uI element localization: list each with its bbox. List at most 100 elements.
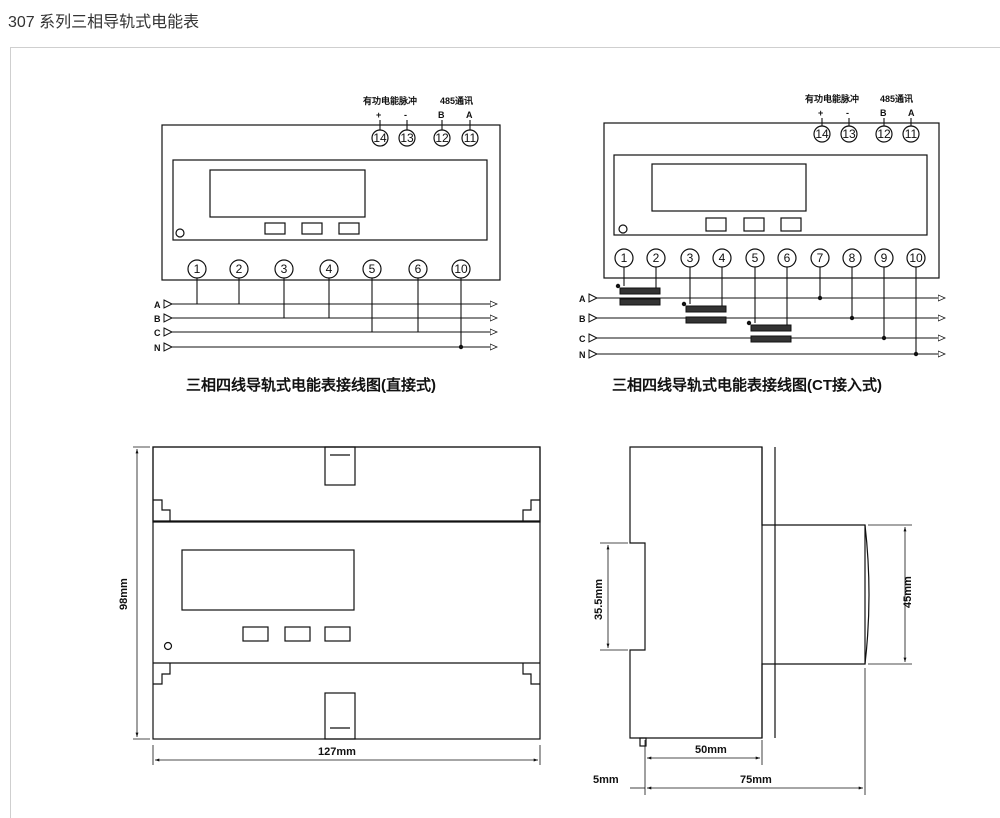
lcd-display <box>181 549 355 611</box>
terminal-number: 11 <box>464 131 477 145</box>
terminal-top-11: 11 <box>902 125 920 143</box>
junction-dot <box>817 295 823 301</box>
terminal-bottom-1: 1 <box>187 259 207 279</box>
input-arrow-icon <box>588 333 599 343</box>
plus-sign: + <box>376 110 381 120</box>
terminal-bottom-8: 8 <box>842 248 862 268</box>
dim-height-front: 98mm <box>118 578 130 610</box>
terminal-bottom-10: 10 <box>906 248 926 268</box>
terminal-top-12: 12 <box>433 129 451 147</box>
terminal-number: 14 <box>373 131 387 145</box>
key-button <box>780 217 802 232</box>
key-button <box>338 222 360 235</box>
current-transformer <box>750 335 792 343</box>
caption-ct: 三相四线导轨式电能表接线图(CT接入式) <box>612 376 882 394</box>
current-transformer <box>750 324 792 332</box>
minus-sign: - <box>846 108 849 118</box>
dim-rail-clip: 35.5mm <box>593 579 605 620</box>
phase-label: B <box>154 314 161 324</box>
key-button <box>284 626 311 642</box>
terminal-number: 3 <box>687 251 694 265</box>
terminal-number: 2 <box>653 251 660 265</box>
terminal-top-12: 12 <box>875 125 893 143</box>
terminal-bottom-6: 6 <box>777 248 797 268</box>
minus-sign: - <box>404 110 407 120</box>
terminal-number: 13 <box>400 131 414 145</box>
key-button <box>301 222 323 235</box>
junction-dot <box>913 351 919 357</box>
terminal-bottom-1: 1 <box>614 248 634 268</box>
dim-offset: 5mm <box>593 774 619 786</box>
junction-dot <box>458 344 464 350</box>
terminal-bottom-5: 5 <box>362 259 382 279</box>
led-indicator <box>163 641 173 651</box>
terminal-bottom-9: 9 <box>874 248 894 268</box>
terminal-top-11: 11 <box>461 129 479 147</box>
terminal-bottom-3: 3 <box>274 259 294 279</box>
terminal-number: 12 <box>877 127 891 141</box>
front-dimension-lines <box>133 446 541 765</box>
terminal-number: 10 <box>909 251 923 265</box>
input-arrow-icon <box>588 349 599 359</box>
phase-label: B <box>579 314 586 324</box>
terminal-number: 1 <box>621 251 628 265</box>
dim-depth-total: 75mm <box>740 774 772 786</box>
terminal-number: 5 <box>752 251 759 265</box>
terminal-number: 11 <box>905 127 918 141</box>
phase-label: N <box>579 350 586 360</box>
phase-label: C <box>579 334 586 344</box>
terminal-number: 4 <box>719 251 726 265</box>
input-arrow-icon <box>163 342 174 352</box>
current-transformer <box>685 316 727 324</box>
junction-dot <box>615 283 621 289</box>
meter-body <box>161 124 501 281</box>
letter-b: B <box>438 110 445 120</box>
comm-label: 485通讯 <box>880 93 913 104</box>
terminal-number: 10 <box>454 262 468 276</box>
meter-body <box>603 122 940 279</box>
terminal-number: 3 <box>281 262 288 276</box>
terminal-bottom-10: 10 <box>451 259 471 279</box>
key-button <box>242 626 269 642</box>
phase-label: N <box>154 343 161 353</box>
terminal-number: 6 <box>784 251 791 265</box>
terminal-bottom-2: 2 <box>229 259 249 279</box>
terminal-bottom-3: 3 <box>680 248 700 268</box>
terminal-bottom-5: 5 <box>745 248 765 268</box>
letter-b: B <box>880 108 887 118</box>
wiring-diagram-ct <box>603 122 940 279</box>
terminal-number: 7 <box>817 251 824 265</box>
plus-sign: + <box>818 108 823 118</box>
current-transformer <box>685 305 727 313</box>
pulse-label: 有功电能脉冲 <box>363 95 417 106</box>
key-button <box>743 217 765 232</box>
phase-label: C <box>154 328 161 338</box>
led-indicator <box>618 224 628 234</box>
input-arrow-icon <box>588 313 599 323</box>
terminal-top-14: 14 <box>371 129 389 147</box>
comm-label: 485通讯 <box>440 95 473 106</box>
pulse-label: 有功电能脉冲 <box>805 93 859 104</box>
dim-side-height: 45mm <box>902 576 914 608</box>
terminal-number: 12 <box>435 131 449 145</box>
side-dimension-lines <box>600 524 912 795</box>
input-arrow-icon <box>163 327 174 337</box>
dim-depth-body: 50mm <box>695 744 727 756</box>
terminal-number: 1 <box>194 262 201 276</box>
terminal-number: 2 <box>236 262 243 276</box>
junction-dot <box>849 315 855 321</box>
terminal-number: 4 <box>326 262 333 276</box>
top-terminal-group: 14 13 12 11 <box>371 120 479 147</box>
input-arrow-icon <box>588 293 599 303</box>
side-view-outline <box>629 446 870 747</box>
content-frame <box>10 47 1000 818</box>
junction-dot <box>681 301 687 307</box>
terminal-top-13: 13 <box>398 129 416 147</box>
rail-clip-top <box>324 446 356 486</box>
